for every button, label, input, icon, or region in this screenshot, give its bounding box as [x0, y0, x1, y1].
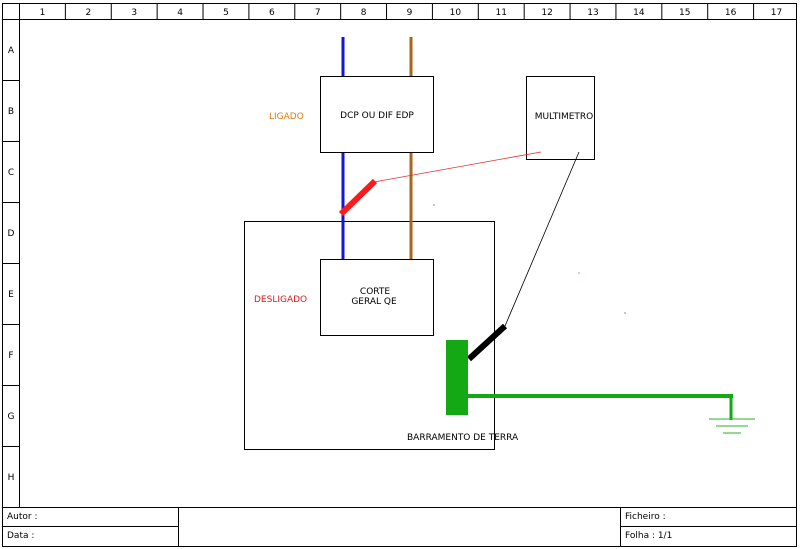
column-number: 2 [85, 8, 91, 18]
red-probe [338, 178, 378, 217]
sheet-number-field: Folha : 1/1 [625, 531, 673, 541]
stray-dot [433, 204, 435, 206]
earth-busbar [446, 340, 468, 415]
black-probe [466, 323, 508, 362]
file-field: Ficheiro : [625, 512, 666, 522]
column-number: 11 [496, 8, 507, 18]
row-letter: E [8, 290, 14, 300]
row-letter: F [8, 351, 13, 361]
dcp-breaker-label: DCP OU DIF EDP [340, 111, 414, 121]
row-letter: A [8, 46, 15, 56]
multimeter-box [526, 76, 595, 160]
main-switch-label-line1: CORTE [360, 287, 390, 297]
row-ruler: A B C D E F G H [2, 46, 20, 483]
column-number: 17 [771, 8, 782, 18]
red-probe-lead [373, 151, 542, 183]
column-number: 13 [587, 8, 598, 18]
column-number: 8 [361, 8, 367, 18]
column-number: 1 [40, 8, 46, 18]
column-number: 6 [269, 8, 275, 18]
ground-icon [709, 418, 755, 434]
main-switch-label-line2: GERAL QE [351, 297, 397, 307]
column-number: 12 [541, 8, 552, 18]
earth-busbar-label: BARRAMENTO DE TERRA [407, 433, 519, 443]
row-letter: D [8, 229, 15, 239]
column-number: 4 [177, 8, 183, 18]
column-number: 10 [450, 8, 462, 18]
black-probe-lead [504, 151, 580, 327]
row-letter: H [8, 473, 15, 483]
on-status-label: LIGADO [269, 112, 304, 122]
main-switch-box [320, 259, 434, 336]
column-number: 9 [407, 8, 413, 18]
dcp-breaker-box [320, 76, 434, 153]
column-number: 3 [131, 8, 137, 18]
column-number: 16 [725, 8, 737, 18]
column-number: 5 [223, 8, 229, 18]
title-block [2, 507, 797, 547]
column-number: 15 [679, 8, 690, 18]
stray-dot [624, 312, 626, 314]
row-letter: C [8, 168, 14, 178]
date-field: Data : [7, 531, 35, 541]
author-field: Autor : [7, 512, 38, 522]
sheet-frame [2, 3, 797, 547]
row-letter: G [8, 412, 15, 422]
column-number: 14 [633, 8, 645, 18]
column-number: 7 [315, 8, 321, 18]
row-letter: B [8, 107, 14, 117]
multimeter-label: MULTIMETRO [535, 112, 594, 122]
off-status-label: DESLIGADO [254, 295, 307, 305]
stray-dot [578, 272, 580, 274]
